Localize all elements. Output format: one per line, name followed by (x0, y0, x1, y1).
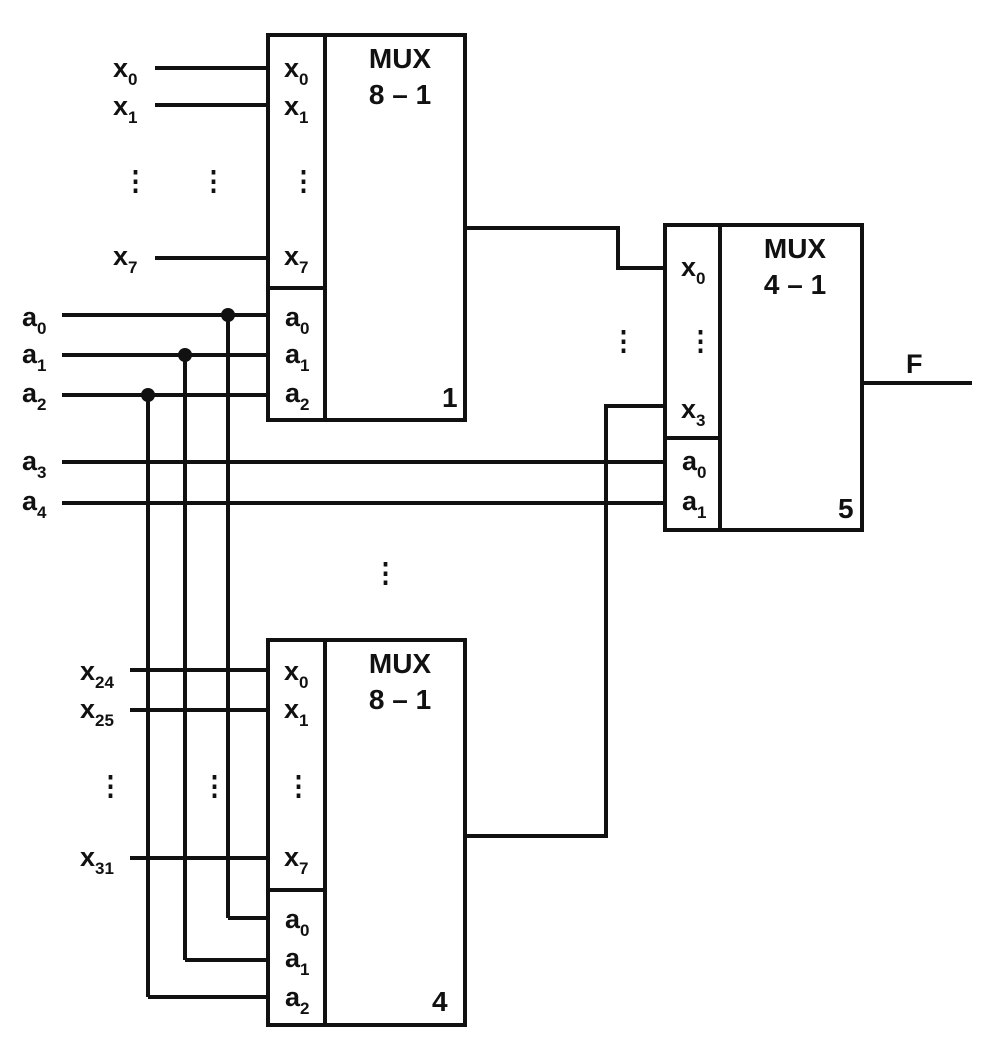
mux-4-input-label-x7: x7 (284, 842, 309, 878)
junction-a1 (178, 348, 192, 362)
address-label-a2: a2 (22, 378, 47, 414)
muxes-ellipsis: ⋮ (372, 558, 399, 588)
mux-1-select-label-a1: a1 (285, 339, 310, 375)
input-label-x25: x25 (80, 694, 114, 730)
mux-4-input-label-x0: x0 (284, 656, 309, 692)
mux-4-ratio: 8 – 1 (369, 684, 431, 715)
input-label-x24: x24 (80, 656, 114, 692)
mux-5-select-label-a1: a1 (682, 486, 707, 522)
mux-4-select-label-a1: a1 (285, 943, 310, 979)
inputs-ellipsis-mid: ⋮ (200, 166, 227, 196)
mux-4-select-label-a2: a2 (285, 982, 310, 1018)
mux-1: MUX 8 – 1 1 x0 x1 ⋮ x7 a0 a1 a2 (266, 33, 467, 422)
inputs-ellipsis-left-bottom: ⋮ (97, 771, 124, 801)
mux-1-input-label-x0: x0 (284, 53, 309, 89)
mux-5-number: 5 (838, 493, 854, 524)
inputs-ellipsis-left: ⋮ (122, 166, 149, 196)
mux-1-inputs-ellipsis: ⋮ (290, 166, 317, 196)
mux-5: MUX 4 – 1 5 x0 ⋮ x3 a0 a1 (663, 223, 864, 532)
mux-4-title: MUX (369, 648, 432, 679)
mux-1-input-label-x1: x1 (284, 91, 309, 127)
address-label-a3: a3 (22, 446, 47, 482)
mux-5-box (663, 223, 864, 532)
mux-4: MUX 8 – 1 4 x0 x1 ⋮ x7 a0 a1 a2 (266, 638, 467, 1027)
mux-5-ratio: 4 – 1 (764, 269, 826, 300)
mux-5-input-label-x3: x3 (681, 394, 706, 430)
mux5-inputs-ellipsis-outer: ⋮ (610, 326, 637, 356)
mux-5-title: MUX (764, 233, 827, 264)
input-label-x7: x7 (113, 241, 138, 277)
address-label-a1: a1 (22, 339, 47, 375)
wire-mux4-out-to-mux5-x3 (465, 404, 665, 838)
mux-4-select-label-a0: a0 (285, 904, 310, 940)
mux-5-select-label-a0: a0 (682, 446, 707, 482)
input-label-x31: x31 (80, 842, 114, 878)
mux-4-inputs-ellipsis: ⋮ (285, 771, 312, 801)
input-label-x0: x0 (113, 53, 138, 89)
junction-a2 (141, 388, 155, 402)
mux-4-data-inputs: x24 x25 ⋮ ⋮ x31 (80, 656, 268, 878)
mux-1-select-label-a2: a2 (285, 378, 310, 414)
mux-4-input-label-x1: x1 (284, 694, 309, 730)
output-label-f: F (906, 349, 923, 379)
mux-1-select-label-a0: a0 (285, 302, 310, 338)
address-inputs: a0 a1 a2 a3 a4 (22, 302, 665, 999)
junction-a0 (221, 308, 235, 322)
mux-1-number: 1 (442, 382, 458, 413)
mux-1-input-label-x7: x7 (284, 241, 309, 277)
wire-mux1-out-to-mux5-x0 (465, 226, 665, 270)
inputs-ellipsis-mid-bottom: ⋮ (201, 771, 228, 801)
mux-1-ratio: 8 – 1 (369, 79, 431, 110)
mux-5-inputs-ellipsis: ⋮ (687, 326, 714, 356)
mux-1-title: MUX (369, 43, 432, 74)
mux-4-number: 4 (432, 986, 448, 1017)
address-label-a4: a4 (22, 486, 47, 522)
mux-4-box (266, 638, 467, 1027)
mux-5-input-label-x0: x0 (681, 252, 706, 288)
mux-1-data-inputs: x0 x1 ⋮ ⋮ x7 (113, 53, 268, 277)
input-label-x1: x1 (113, 91, 138, 127)
address-label-a0: a0 (22, 302, 47, 338)
